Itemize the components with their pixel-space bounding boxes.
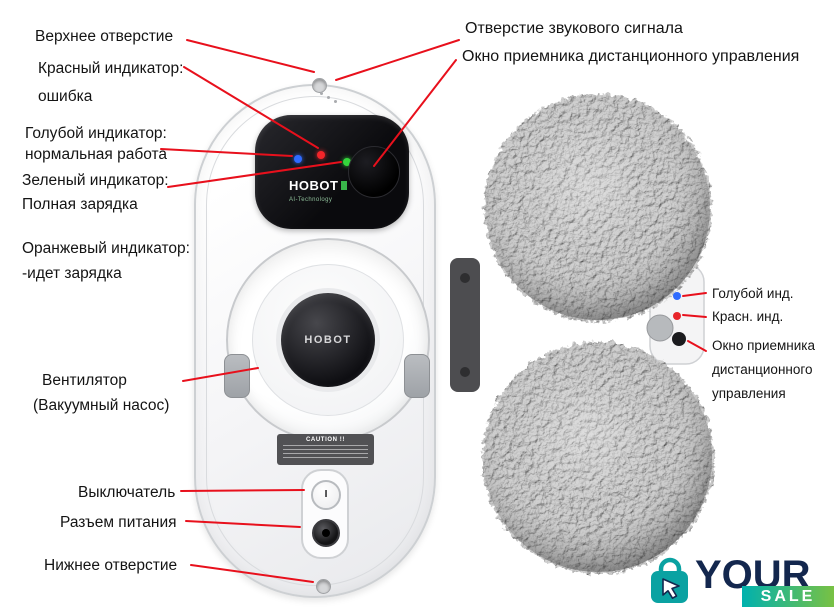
- label-side-red: Красн. инд.: [712, 309, 784, 324]
- label-green-indicator-2: Полная зарядка: [22, 196, 138, 213]
- label-red-indicator-2: ошибка: [38, 88, 93, 105]
- red-indicator-led: [317, 151, 325, 159]
- display-brand: HOBOT AI-Technology: [289, 178, 348, 207]
- label-side-blue: Голубой инд.: [712, 286, 794, 301]
- label-blue-indicator-2: нормальная работа: [25, 146, 168, 163]
- pad-clip-left: [224, 354, 250, 398]
- caution-fine-print: [283, 445, 368, 460]
- display-brand-text: HOBOT: [289, 178, 339, 193]
- cleaning-pad-bottom-shade: [484, 344, 712, 572]
- cleaning-pad-top-shade: [486, 96, 710, 320]
- buzzer-hole: [320, 92, 323, 95]
- label-side-ir-1: Окно приемника: [712, 338, 815, 353]
- label-orange-indicator: Оранжевый индикатор:: [22, 240, 190, 257]
- label-red-indicator: Красный индикатор:: [38, 60, 184, 77]
- bottom-opening: [316, 579, 331, 594]
- power-mark: I: [324, 489, 328, 500]
- back-indicators: [672, 292, 686, 346]
- shopping-bag-icon: [651, 557, 688, 603]
- remote-receiver-window: [348, 146, 400, 198]
- caution-label: CAUTION !!: [277, 434, 374, 465]
- label-side-ir-2: дистанционного: [712, 362, 813, 377]
- label-orange-indicator-2: -идет зарядка: [22, 265, 122, 282]
- display-subbrand: AI-Technology: [289, 197, 333, 203]
- your-sale-logo: YOUR SALE: [645, 553, 840, 608]
- buzzer-hole: [334, 100, 337, 103]
- label-top-opening: Верхнее отверстие: [35, 28, 174, 45]
- hub-brand: HOBOT: [304, 334, 352, 346]
- blue-indicator-led: [294, 155, 302, 163]
- back-mount-bracket: [450, 258, 480, 392]
- control-panel: I: [301, 469, 349, 559]
- label-power-switch: Выключатель: [78, 484, 176, 501]
- label-fan: Вентилятор: [42, 372, 127, 389]
- robot-front-body: HOBOT AI-Technology HOBOT CAUTION !! I: [194, 78, 436, 598]
- label-bottom-opening: Нижнее отверстие: [44, 557, 178, 574]
- fan-vacuum-ring: HOBOT: [226, 238, 430, 442]
- label-buzzer: Отверстие звукового сигнала: [465, 20, 683, 37]
- caution-title: CAUTION !!: [306, 437, 345, 443]
- fan-hub: HOBOT: [281, 293, 375, 387]
- pad-clip-right: [404, 354, 430, 398]
- back-red-indicator: [673, 312, 681, 320]
- cursor-icon: [662, 578, 680, 599]
- logo-sale-badge: SALE: [742, 586, 834, 607]
- brand-green-chip: [341, 181, 348, 190]
- display-panel: HOBOT AI-Technology: [255, 115, 409, 229]
- power-socket[interactable]: [312, 519, 340, 547]
- label-side-ir-3: управления: [712, 386, 786, 401]
- green-indicator-led: [343, 158, 351, 166]
- label-power-socket: Разъем питания: [60, 514, 177, 531]
- label-green-indicator: Зеленый индикатор:: [22, 172, 169, 189]
- side-wheel: [646, 314, 674, 342]
- power-socket-pin: [322, 529, 330, 537]
- back-ir-window: [672, 332, 686, 346]
- back-blue-indicator: [673, 292, 681, 300]
- top-opening: [312, 78, 327, 93]
- label-fan-2: (Вакуумный насос): [33, 397, 170, 414]
- label-ir-window: Окно приемника дистанционного управления: [462, 48, 800, 65]
- buzzer-hole: [327, 96, 330, 99]
- power-switch-button[interactable]: I: [311, 480, 341, 510]
- label-blue-indicator: Голубой индикатор:: [25, 125, 167, 142]
